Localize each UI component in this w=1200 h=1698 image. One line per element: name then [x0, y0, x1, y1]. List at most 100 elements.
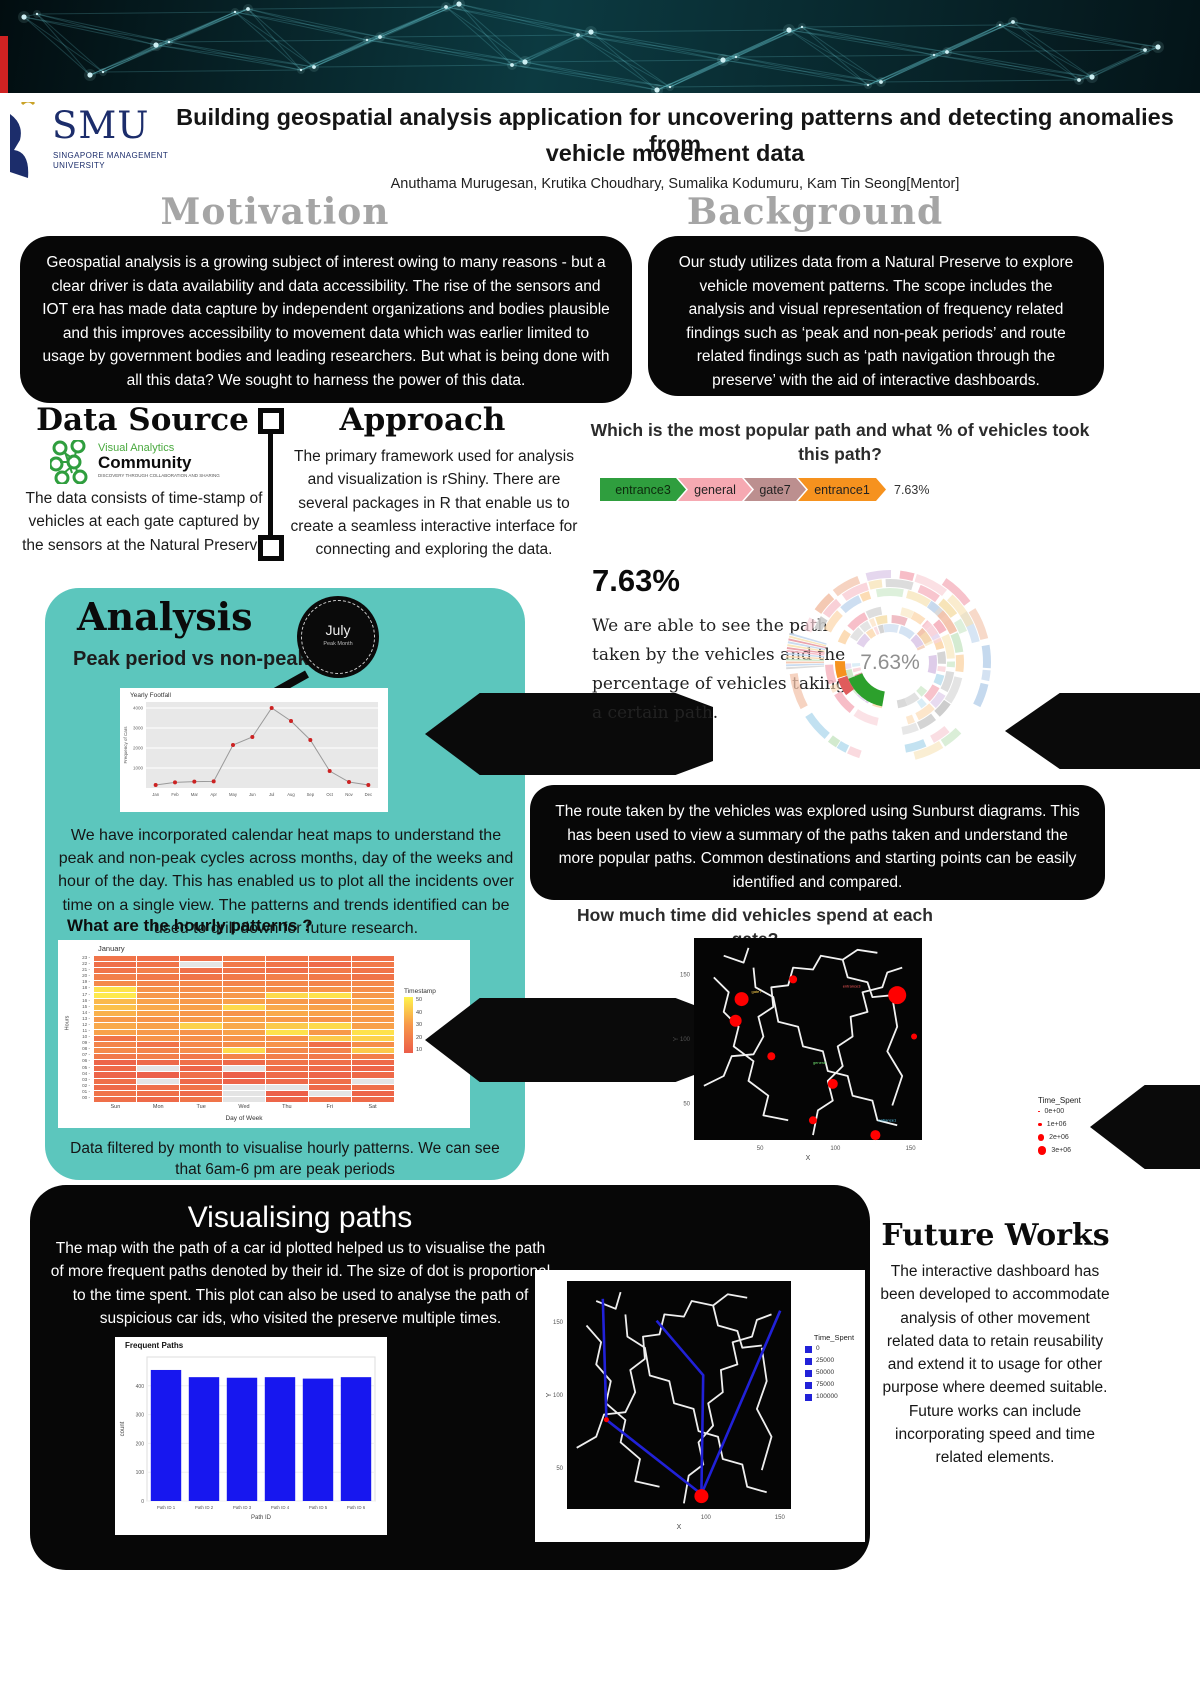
- route-box: The route taken by the vehicles was expl…: [530, 785, 1105, 900]
- svg-text:Frequent Paths: Frequent Paths: [125, 1341, 184, 1350]
- heatmap-cell: [137, 986, 179, 992]
- svg-text:200: 200: [136, 1441, 145, 1447]
- heatmap-hour-label: 22 -: [82, 961, 90, 967]
- heatmap-cell: [223, 968, 265, 974]
- heatmap-cell: [94, 1078, 136, 1084]
- svg-text:150: 150: [906, 1146, 917, 1152]
- heatmap-cell: [180, 1072, 222, 1078]
- heatmap-hour-label: 23 -: [82, 955, 90, 960]
- svg-text:Path ID 5: Path ID 5: [309, 1505, 328, 1510]
- heatmap-title: January: [98, 944, 125, 953]
- heatmap-cell: [94, 974, 136, 980]
- connector-line: [268, 434, 273, 535]
- legend2-entry: 75000: [805, 1379, 863, 1391]
- heatmap-hour-label: 06 -: [82, 1058, 90, 1064]
- legend1-entry-label: 2e+06: [1049, 1134, 1069, 1141]
- smu-logo: SMU SINGAPORE MANAGEMENT UNIVERSITY: [8, 98, 188, 188]
- heatmap-cell: [223, 992, 265, 998]
- heatmap-cell: [137, 962, 179, 968]
- heatmap-legend-gradient: [404, 997, 413, 1053]
- svg-text:Path ID: Path ID: [251, 1515, 272, 1521]
- svg-text:May: May: [229, 792, 238, 797]
- heatmap-cell: [137, 980, 179, 986]
- hourly-question: What are the hourly patterns ?: [67, 916, 313, 935]
- heatmap-hour-label: 05 -: [82, 1064, 90, 1070]
- heatmap-cell: [137, 1029, 179, 1035]
- heatmap-cell: [309, 968, 351, 974]
- svg-text:Jun: Jun: [249, 792, 256, 797]
- legend2-entry: 25000: [805, 1355, 863, 1367]
- heatmap-cell: [266, 974, 308, 980]
- heatmap-cell: [266, 1054, 308, 1060]
- heatmap-cell: [180, 956, 222, 962]
- svg-text:300: 300: [136, 1413, 145, 1419]
- heatmap-cell: [137, 1011, 179, 1017]
- heatmap-cell: [94, 1041, 136, 1047]
- svg-text:100: 100: [553, 1393, 564, 1399]
- heatmap-legend-tick: 40: [416, 1009, 423, 1016]
- heatmap-cell: [223, 1005, 265, 1011]
- heatmap-cell: [223, 974, 265, 980]
- smu-lion-icon: [10, 102, 36, 178]
- heatmap-cell: [223, 1029, 265, 1035]
- legend2-swatch-icon: [805, 1357, 812, 1365]
- heatmap-cell: [352, 1054, 394, 1060]
- heatmap-cell: [94, 1084, 136, 1090]
- heatmap-cell: [309, 980, 351, 986]
- legend2-entry-label: 25000: [816, 1357, 835, 1365]
- smu-name-line1: SINGAPORE MANAGEMENT: [53, 151, 169, 160]
- heatmap-legend-tick: 10: [416, 1047, 423, 1053]
- svg-text:Path ID 2: Path ID 2: [195, 1505, 214, 1510]
- sunburst-body: We are able to see the path taken by the…: [592, 616, 847, 723]
- heatmap-cell: [137, 1066, 179, 1072]
- heatmap-cell: [309, 956, 351, 962]
- path-percent: 7.63%: [894, 482, 930, 497]
- heatmap-cell: [180, 1084, 222, 1090]
- july-caption: Peak Month: [323, 641, 353, 647]
- heatmap-cell: [352, 1072, 394, 1078]
- heatmap-cell: [223, 1054, 265, 1060]
- legend2-swatch-icon: [805, 1393, 812, 1401]
- heatmap-cell: [180, 1005, 222, 1011]
- vac-logo: Visual Analytics Community DISCOVERY THR…: [50, 440, 260, 484]
- heatmap-cell: [137, 1072, 179, 1078]
- legend1-dot-icon: [1038, 1122, 1042, 1127]
- legend2-title: Time_Spent: [813, 1333, 855, 1342]
- svg-text:Sep: Sep: [307, 792, 315, 797]
- heatmap-cell: [266, 1035, 308, 1041]
- analysis-subheading: Peak period vs non-peak?: [73, 648, 321, 670]
- heatmap-day-label: Thu: [282, 1104, 292, 1110]
- approach-body: The primary framework used for analysis …: [290, 448, 578, 558]
- heatmap-cell: [352, 1023, 394, 1029]
- heatmap-cell: [352, 974, 394, 980]
- july-label: July: [325, 622, 351, 638]
- svg-text:100: 100: [830, 1146, 841, 1152]
- motivation-box: Geospatial analysis is a growing subject…: [20, 236, 632, 403]
- heatmap-hour-label: 02 -: [82, 1082, 90, 1088]
- heatmap-cell: [180, 1047, 222, 1053]
- red-accent-bar: [0, 36, 8, 93]
- heatmap-day-label: Sun: [110, 1104, 121, 1110]
- legend1-entry: 2e+06: [1038, 1131, 1096, 1144]
- heatmap-cell: [309, 1072, 351, 1078]
- svg-text:150: 150: [680, 972, 691, 978]
- heatmap-cell: [266, 1090, 308, 1096]
- svg-text:Path ID 1: Path ID 1: [157, 1505, 176, 1510]
- heatmap-cell: [352, 1017, 394, 1023]
- svg-text:50: 50: [556, 1466, 563, 1472]
- heatmap-cell: [223, 1017, 265, 1023]
- heatmap-cell: [352, 1060, 394, 1066]
- svg-text:100: 100: [136, 1470, 145, 1476]
- heatmap-hour-label: 09 -: [82, 1040, 90, 1046]
- heatmap-cell: [266, 1041, 308, 1047]
- heatmap-cell: [180, 1029, 222, 1035]
- heatmap-cell: [223, 956, 265, 962]
- svg-text:entrance3: entrance3: [843, 983, 862, 988]
- analysis-box: Analysis Peak period vs non-peak? July P…: [45, 588, 525, 1180]
- svg-text:Feb: Feb: [171, 792, 179, 797]
- heatmap-cell: [223, 986, 265, 992]
- svg-text:1000: 1000: [133, 766, 144, 771]
- heatmap-day-label: Tue: [196, 1104, 206, 1110]
- svg-text:Oct: Oct: [326, 792, 333, 797]
